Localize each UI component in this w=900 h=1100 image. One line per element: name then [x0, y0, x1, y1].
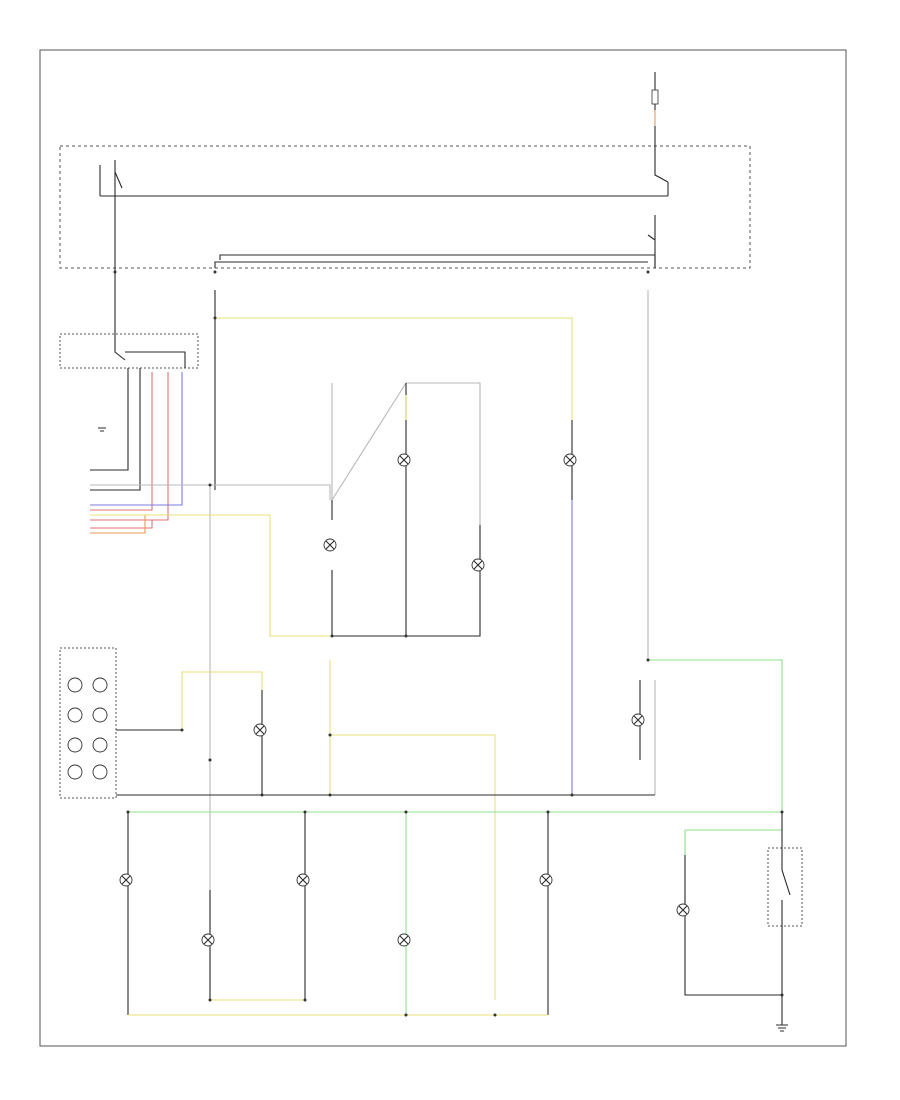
fuse-box-bus-lower2 [214, 261, 648, 268]
gray-wire-switch [90, 484, 331, 500]
black-wire-switch [90, 380, 141, 491]
junction-dots [126, 316, 784, 1017]
lamp-icon [631, 680, 645, 760]
ground-icon [776, 1024, 788, 1032]
fuse-box-outline [59, 145, 751, 269]
red-wire-3 [90, 520, 153, 529]
switch-box [767, 847, 803, 927]
lower-lamp-row [119, 812, 782, 1015]
ground-icon [98, 427, 106, 432]
yellow-wire-top [215, 317, 573, 420]
combination-switch-contacts [114, 300, 186, 368]
left-fuse-switch [114, 171, 123, 189]
combination-switch [59, 333, 199, 369]
fuse-right-feed [647, 215, 656, 268]
combination-meter [59, 647, 117, 799]
yellow-wire-middle [181, 671, 263, 730]
blue-wire-1 [90, 372, 183, 506]
red-wire-1 [90, 372, 153, 511]
yellow-wire-switch [90, 514, 330, 637]
diagram-frame [39, 49, 847, 1047]
connector-icon [780, 993, 784, 997]
fuse-feed [654, 72, 669, 183]
lamp-icon [323, 500, 337, 636]
green-wire-right [648, 659, 783, 812]
red-wire-2 [90, 372, 169, 521]
connector-icon [113, 270, 117, 274]
switch-icon [781, 812, 791, 1025]
lamp-icon [253, 690, 267, 795]
connector-icon [646, 270, 650, 274]
lamp-icon [397, 453, 411, 467]
lamp-icon [332, 525, 485, 637]
switch-output-wires [90, 368, 141, 471]
fuse-box-bus [99, 165, 669, 197]
orange-wire [90, 515, 146, 534]
meter-lamps [67, 677, 108, 780]
yellow-wire-middle2 [329, 660, 496, 1000]
lamp-icon [563, 420, 577, 500]
connector-icon [213, 270, 217, 274]
fuse-icon [651, 89, 659, 105]
